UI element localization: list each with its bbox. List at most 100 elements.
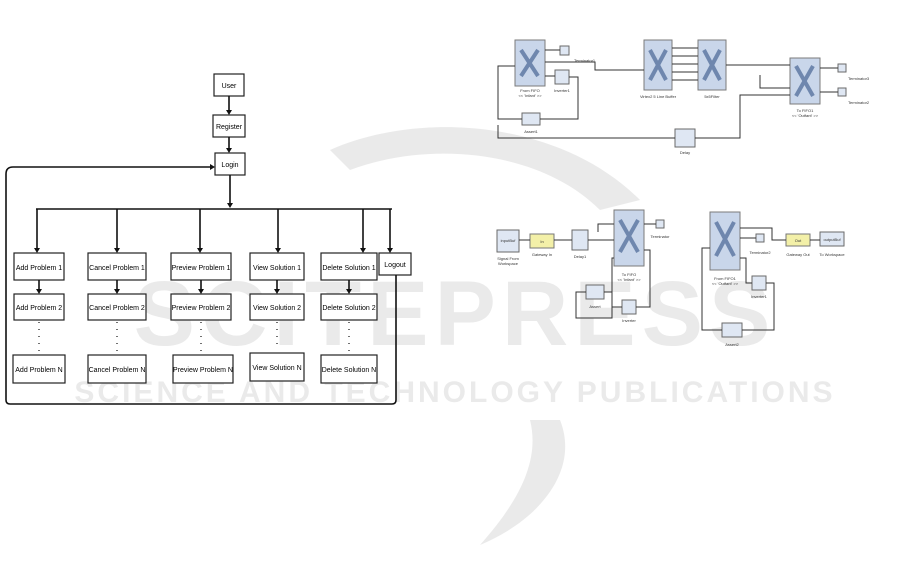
flow-box-label: View Solution 2 bbox=[253, 305, 301, 312]
flow-box-label: Preview Problem N bbox=[173, 367, 233, 374]
in-buf-label: inputBuf bbox=[501, 238, 517, 243]
xilinx-logo-icon bbox=[519, 48, 540, 78]
flow-box-label: Add Problem 2 bbox=[16, 305, 62, 312]
flow-box-label: Delete Solution 2 bbox=[322, 305, 375, 312]
inverter1-block bbox=[554, 69, 570, 85]
gateway-out-label: Gateway Out bbox=[786, 252, 810, 257]
terminator2-block bbox=[837, 87, 847, 97]
flow-box-label: Preview Problem 2 bbox=[172, 305, 231, 312]
wires-bottom bbox=[519, 223, 820, 331]
bus-wires bbox=[672, 47, 698, 81]
flow-box-label: Add Problem N bbox=[15, 367, 62, 374]
wires-top bbox=[497, 49, 838, 139]
flow-box-label: View Solution 1 bbox=[253, 265, 301, 272]
flow-box bbox=[320, 293, 378, 321]
filter-label: 5x5Filter bbox=[704, 94, 720, 99]
from-fifo-label: From FIFO<< 'Infant' >> bbox=[518, 88, 542, 98]
assert-block bbox=[585, 284, 605, 300]
assert1-label: Assert1 bbox=[524, 129, 538, 134]
flow-box bbox=[170, 293, 232, 321]
xilinx-logo-icon bbox=[618, 219, 640, 253]
column-preview-problem: Preview Problem 1 Preview Problem 2 Prev… bbox=[170, 252, 234, 384]
inverter1-label: Inverter1 bbox=[554, 88, 571, 93]
flow-box bbox=[13, 252, 65, 281]
terminator2-label: Terminator2 bbox=[848, 100, 870, 105]
inverter-label: Inverter bbox=[622, 318, 636, 323]
line-buffer-label: Virtex2 5 Line Buffer bbox=[640, 94, 677, 99]
flow-box bbox=[170, 252, 232, 281]
from-fifo1-label: From FIFO1<< 'Outfant' >> bbox=[712, 276, 739, 286]
terminator-block bbox=[655, 219, 665, 229]
assert2-label: Assert2 bbox=[725, 342, 739, 347]
terminator3-block bbox=[837, 63, 847, 73]
flow-box bbox=[249, 352, 305, 382]
arrowhead bbox=[210, 164, 215, 170]
watermark-swoosh-bottom bbox=[480, 420, 566, 545]
xilinx-logo-icon bbox=[714, 221, 736, 257]
terminator3-label: Terminator3 bbox=[848, 76, 870, 81]
terminator-label: Terminator bbox=[651, 234, 671, 239]
gateway-in-block bbox=[529, 233, 555, 249]
flow-box-label: Cancel Problem N bbox=[89, 367, 146, 374]
column-delete-solution: Delete Solution 1 Delete Solution 2 Dele… bbox=[320, 252, 378, 384]
watermark: SCITEPRESS SCIENCE AND TECHNOLOGY PUBLIC… bbox=[74, 127, 833, 545]
xilinx-logo-icon bbox=[794, 65, 815, 97]
inverter-block bbox=[621, 299, 637, 315]
flow-box bbox=[87, 354, 147, 384]
delay1-label: Delay1 bbox=[574, 254, 587, 259]
flow-box bbox=[172, 354, 234, 384]
signal-from-workspace-block bbox=[496, 229, 520, 253]
delay-label: Delay bbox=[680, 150, 690, 155]
terminator1-label: Terminator1 bbox=[574, 58, 596, 63]
assert-label: Assert bbox=[589, 304, 601, 309]
gateway-in-text: In bbox=[540, 239, 543, 244]
branch-arrows bbox=[34, 209, 393, 253]
flow-box-label: Cancel Problem 2 bbox=[89, 305, 145, 312]
flow-box bbox=[249, 293, 305, 321]
flow-box bbox=[87, 252, 147, 281]
flow-box-label: Delete Solution 1 bbox=[322, 265, 375, 272]
flow-box-label: View Solution N bbox=[252, 365, 301, 372]
assert2-block bbox=[721, 322, 743, 338]
assert1-block bbox=[521, 112, 541, 126]
arrowhead bbox=[227, 203, 233, 208]
flow-box bbox=[320, 354, 378, 384]
terminator2-block bbox=[755, 233, 765, 243]
user-label: User bbox=[222, 83, 237, 90]
terminator2-label: Terminator2 bbox=[749, 250, 771, 255]
to-workspace-block bbox=[819, 231, 845, 247]
flow-box bbox=[13, 293, 65, 321]
flow-box bbox=[12, 354, 66, 384]
inverter1-block bbox=[751, 275, 767, 291]
flow-box-label: Cancel Problem 1 bbox=[89, 265, 145, 272]
arrowhead bbox=[226, 110, 232, 115]
return-loop bbox=[5, 166, 397, 405]
gateway-in-label: Gateway In bbox=[532, 252, 552, 257]
to-fifo-label: To FIFO<< 'Infant' >> bbox=[617, 272, 641, 282]
flowchart: User Register Login Logout bbox=[5, 73, 412, 405]
flow-box-label: Add Problem 1 bbox=[16, 265, 62, 272]
column-add-problem: Add Problem 1 Add Problem 2 Add Problem … bbox=[12, 252, 66, 384]
flow-box-label: Delete Solution N bbox=[322, 367, 376, 374]
gateway-out-text: Out bbox=[795, 238, 802, 243]
delay1-block bbox=[571, 229, 589, 251]
logout-box bbox=[378, 252, 412, 276]
inverter1-label: Inverter1 bbox=[751, 294, 768, 299]
simulink-diagram-top: From FIFO<< 'Infant' >> Terminator1 Inve… bbox=[497, 39, 870, 155]
watermark-swoosh-top bbox=[330, 127, 640, 210]
to-fifo1-label: To FIFO1<< 'Outfant' >> bbox=[792, 108, 819, 118]
delay-block bbox=[674, 128, 696, 148]
flow-box bbox=[87, 293, 147, 321]
column-cancel-problem: Cancel Problem 1 Cancel Problem 2 Cancel… bbox=[87, 252, 147, 384]
xilinx-logo-icon bbox=[702, 49, 722, 81]
out-buf-label: outputBuf bbox=[823, 237, 841, 242]
arrowhead bbox=[226, 148, 232, 153]
xilinx-logo-icon bbox=[648, 49, 668, 81]
to-workspace-label: To Workspace bbox=[819, 252, 845, 257]
flow-box-label: Preview Problem 1 bbox=[172, 265, 231, 272]
column-view-solution: View Solution 1 View Solution 2 View Sol… bbox=[249, 252, 305, 382]
logout-label: Logout bbox=[384, 262, 405, 269]
